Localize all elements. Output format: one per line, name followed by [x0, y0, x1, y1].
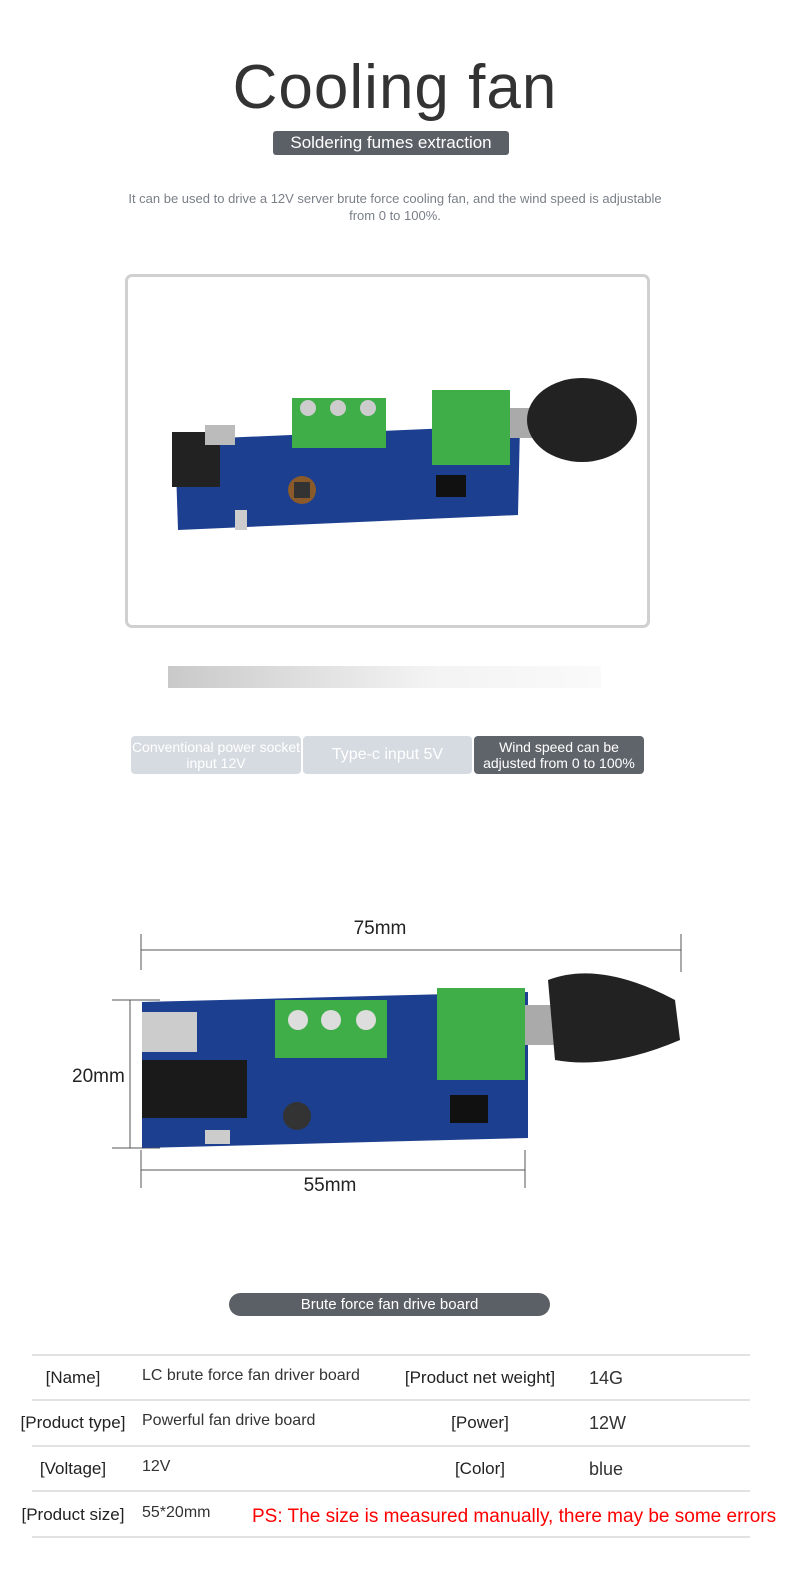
description: It can be used to drive a 12V server bru…: [128, 191, 662, 223]
divider: [32, 1399, 750, 1401]
feature-tab-type-c: Type-c input 5V: [303, 736, 472, 774]
feature-label: Wind speed can be adjusted from 0 to 100…: [483, 739, 635, 771]
divider: [32, 1536, 750, 1538]
gradient-divider: [168, 666, 601, 688]
product-photo: [172, 378, 637, 530]
spec-value: 12W: [589, 1413, 627, 1433]
divider: [32, 1490, 750, 1492]
feature-label: Conventional power socket input 12V: [131, 739, 301, 771]
dimension-board-length: 55mm: [303, 1175, 357, 1196]
spec-label: [Color]: [454, 1459, 506, 1478]
feature-tab-power-socket: Conventional power socket input 12V: [131, 736, 301, 774]
product-photo-frame: [125, 274, 650, 628]
spec-value: Powerful fan drive board: [142, 1412, 316, 1429]
divider: [32, 1445, 750, 1447]
spec-label: [Power]: [451, 1413, 509, 1432]
spec-value: 14G: [589, 1368, 624, 1388]
spec-label: [Voltage]: [39, 1459, 107, 1478]
spec-label: [Product size]: [21, 1505, 125, 1524]
spec-value: 55*20mm: [142, 1504, 211, 1521]
spec-value: blue: [589, 1459, 624, 1479]
feature-label: Type-c input 5V: [331, 746, 444, 763]
feature-tab-wind-speed: Wind speed can be adjusted from 0 to 100…: [474, 736, 644, 774]
measurement-note: PS: The size is measured manually, there…: [252, 1506, 777, 1527]
spec-label: [Name]: [45, 1368, 101, 1387]
spec-value: 12V: [142, 1458, 171, 1475]
dimension-drawing: [112, 934, 682, 1188]
spec-label: [Product net weight]: [404, 1368, 556, 1387]
spec-value: LC brute force fan driver board: [142, 1367, 360, 1384]
spec-title: Brute force fan drive board: [229, 1293, 550, 1316]
spec-label: [Product type]: [20, 1413, 126, 1432]
divider: [32, 1354, 750, 1356]
subtitle-badge: Soldering fumes extraction: [273, 131, 509, 155]
dimension-length: 75mm: [353, 918, 407, 939]
page-title: Cooling fan: [232, 53, 558, 122]
dimension-height: 20mm: [72, 1066, 125, 1087]
